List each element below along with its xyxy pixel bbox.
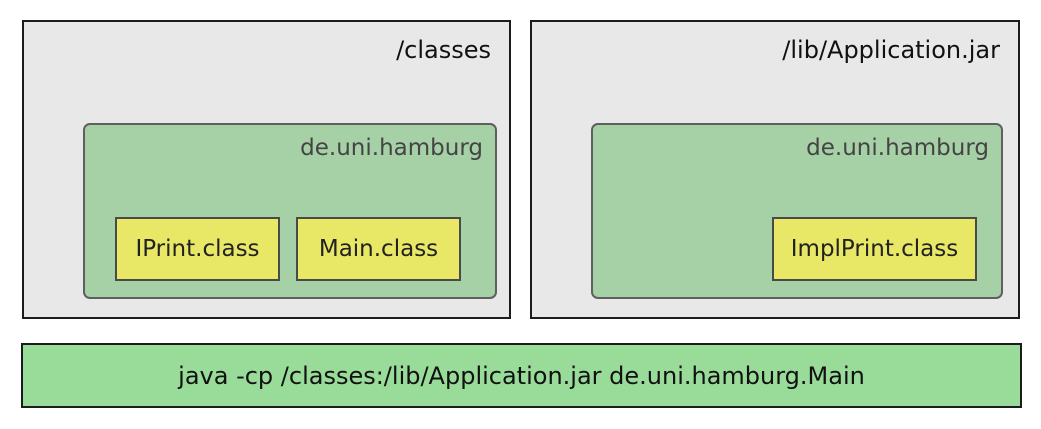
jar-archive-box: /lib/Application.jar de.uni.hamburg Impl… [530, 20, 1020, 319]
iprint-class-file: IPrint.class [115, 217, 280, 281]
implprint-class-file: ImplPrint.class [772, 217, 977, 281]
classes-package-box: de.uni.hamburg IPrint.class Main.class [83, 123, 497, 299]
main-class-file: Main.class [296, 217, 461, 281]
jar-archive-label: /lib/Application.jar [782, 36, 1000, 64]
jar-package-label: de.uni.hamburg [806, 135, 989, 161]
classes-package-label: de.uni.hamburg [300, 135, 483, 161]
java-command-bar: java -cp /classes:/lib/Application.jar d… [21, 343, 1022, 408]
classes-directory-label: /classes [396, 36, 491, 64]
jar-package-box: de.uni.hamburg ImplPrint.class [591, 123, 1003, 299]
classes-directory-box: /classes de.uni.hamburg IPrint.class Mai… [22, 20, 511, 319]
